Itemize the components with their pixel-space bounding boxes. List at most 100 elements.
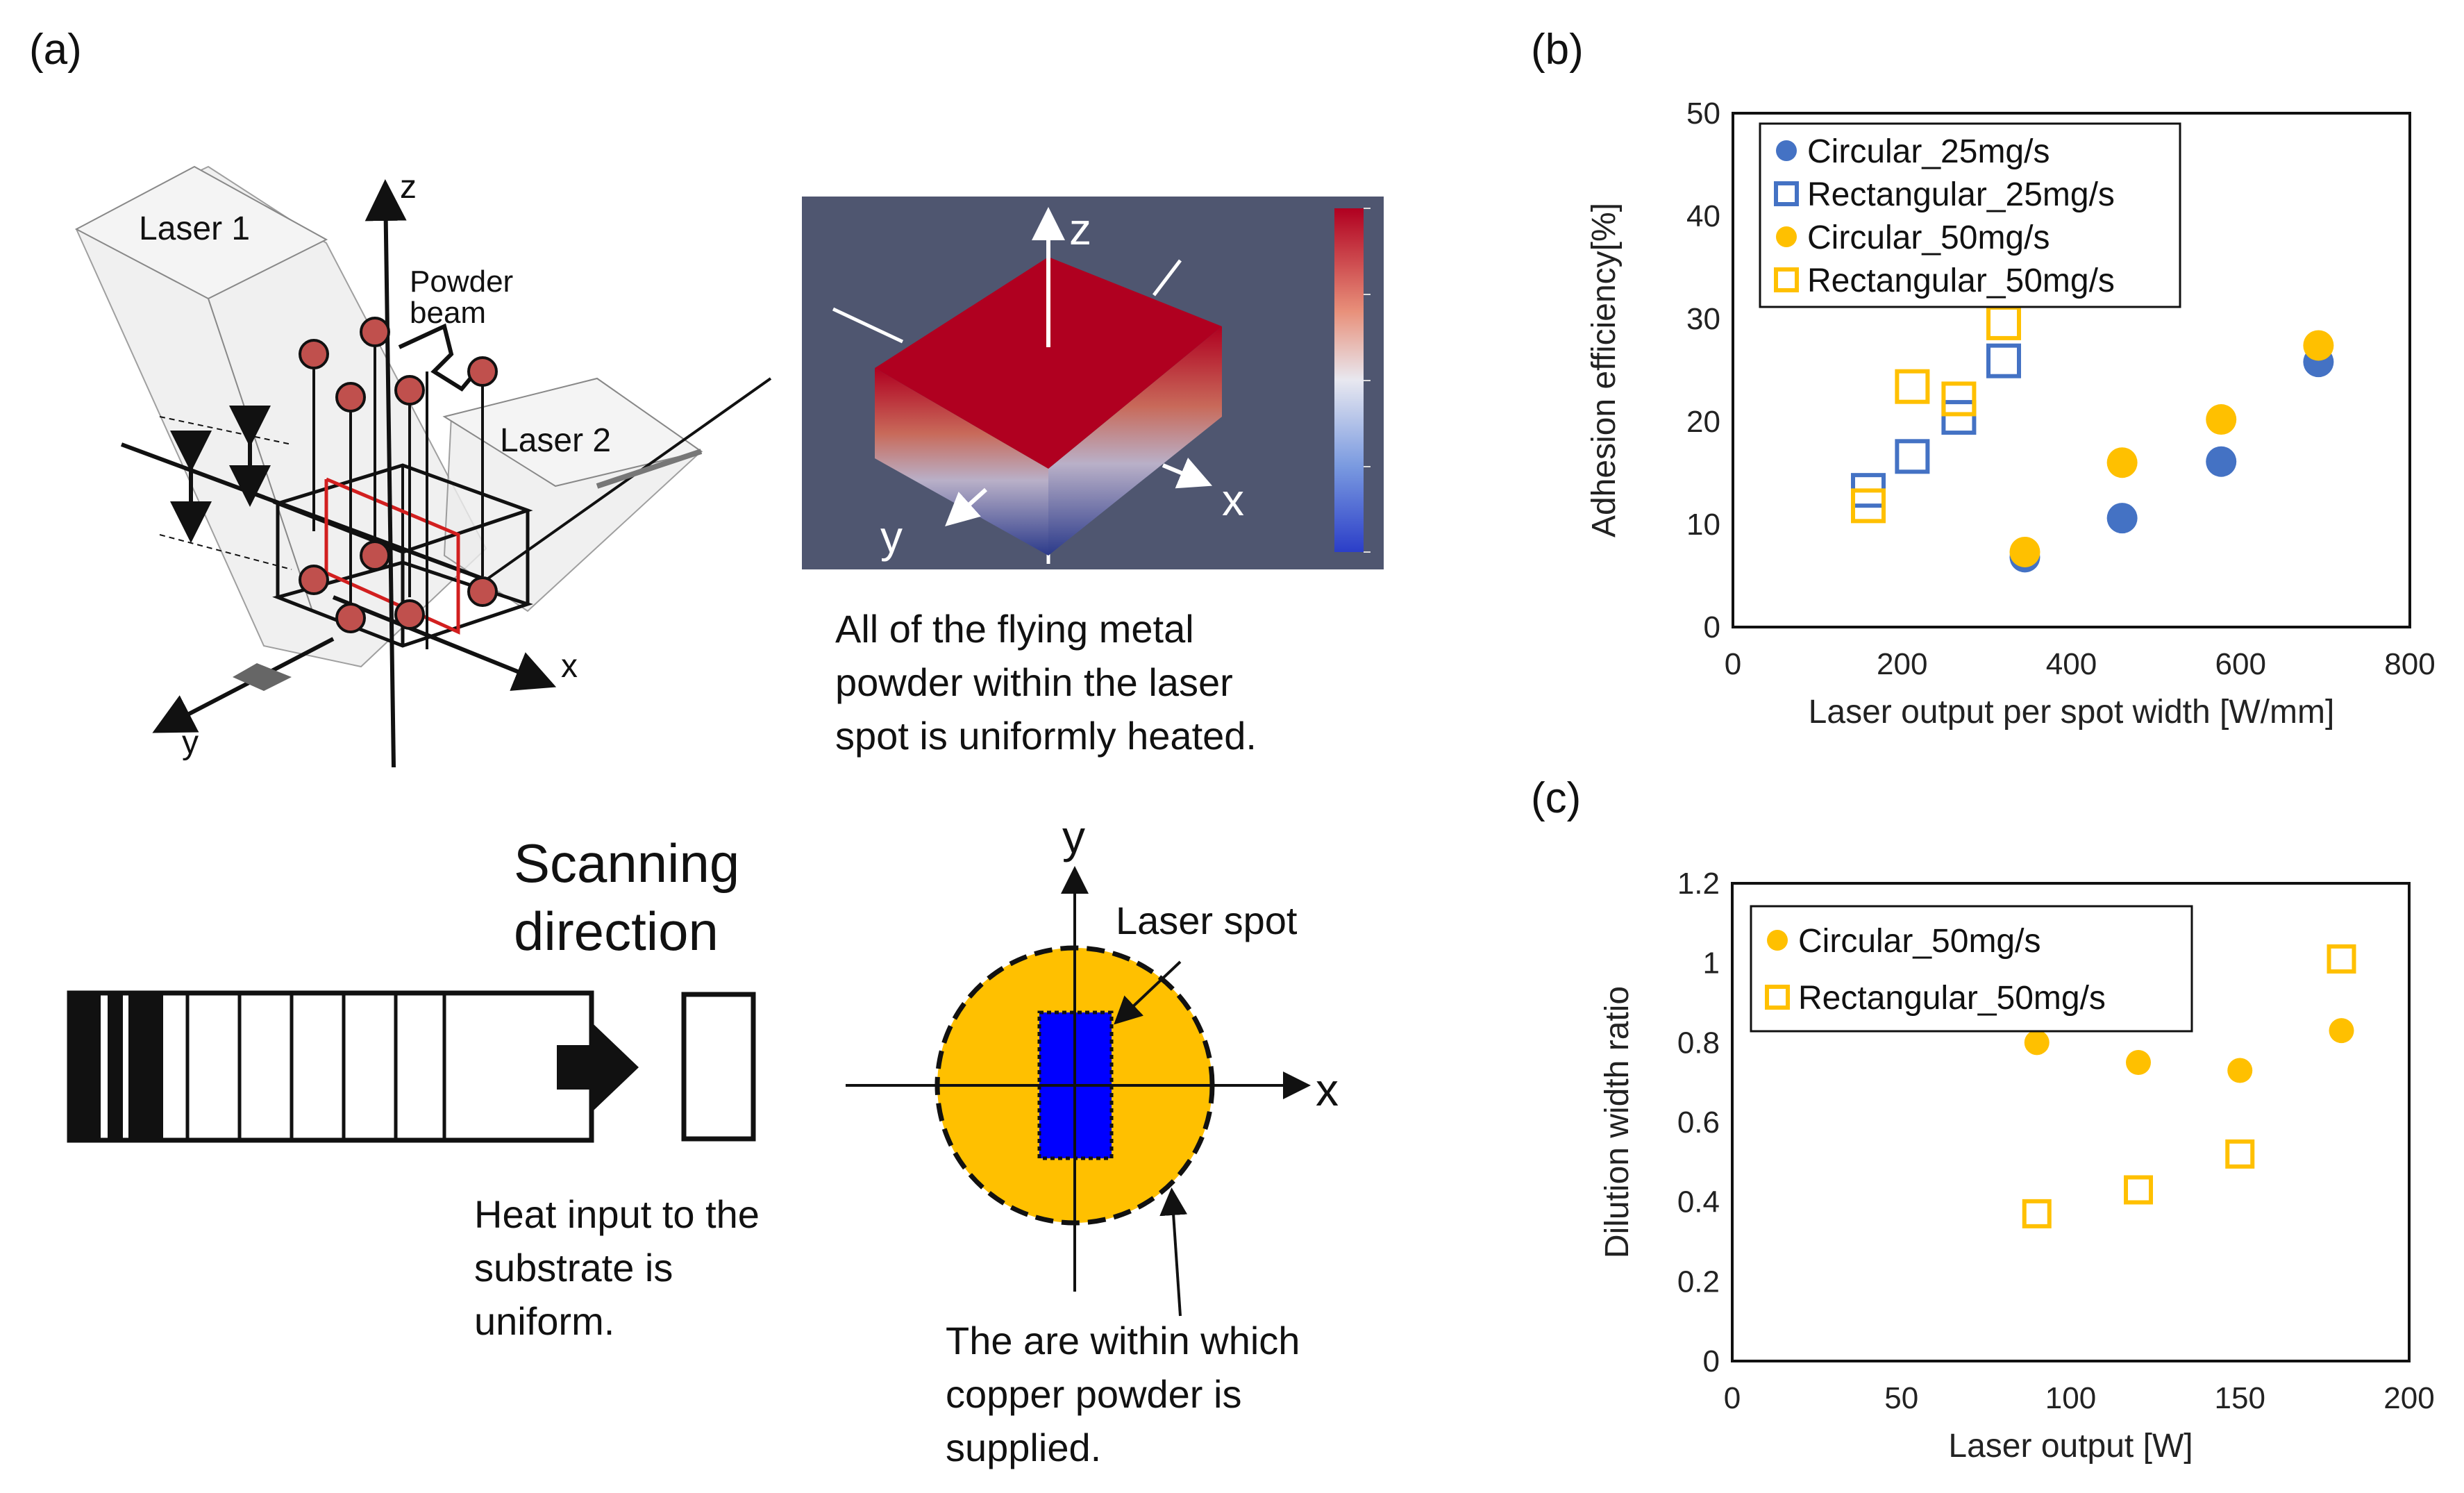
legend-marker xyxy=(1774,267,1799,292)
x-tick-label: 0 xyxy=(1725,647,1741,681)
x-tick-label: 200 xyxy=(1877,647,1927,681)
legend xyxy=(1759,122,2181,308)
heating-caption-1: All of the flying metal xyxy=(835,607,1194,651)
y-tick-label: 20 xyxy=(1686,405,1720,439)
y-tick-label: 0.4 xyxy=(1677,1185,1720,1219)
powder-beam-label-1: Powder xyxy=(410,265,513,299)
data-point xyxy=(2329,1018,2354,1044)
y-tick-label: 0.6 xyxy=(1677,1106,1720,1140)
spot-axis-x: x xyxy=(1316,1064,1339,1115)
plot-area xyxy=(1731,882,2411,1362)
x-tick-label: 400 xyxy=(2046,647,2097,681)
laser-schematic: Laser 1 Laser 2 z x y Powder xyxy=(74,165,772,768)
heating-caption-2: powder within the laser xyxy=(835,660,1233,704)
data-point xyxy=(2303,330,2334,361)
x-tick-label: 100 xyxy=(2045,1381,2096,1415)
simulation-view: z x y xyxy=(802,197,1384,569)
data-point xyxy=(2106,447,2138,478)
axis-y-label: y xyxy=(182,724,199,761)
heating-caption-3: spot is uniformly heated. xyxy=(835,714,1257,758)
y-tick-label: 0 xyxy=(1704,610,1720,644)
sim-axis-z: z xyxy=(1069,204,1091,254)
x-tick-label: 50 xyxy=(1884,1381,1918,1415)
y-tick-label: 0.8 xyxy=(1677,1026,1720,1060)
area-caption-2: copper powder is xyxy=(946,1372,1241,1416)
data-point xyxy=(1895,439,1930,474)
y-tick-label: 30 xyxy=(1686,302,1720,336)
data-point xyxy=(2022,1199,2052,1228)
y-tick-label: 40 xyxy=(1686,199,1720,233)
scan-title-2: direction xyxy=(514,901,719,962)
data-point xyxy=(1986,305,2021,340)
legend-marker xyxy=(1774,181,1799,206)
data-point xyxy=(2206,446,2237,477)
legend-entry: Circular_25mg/s xyxy=(1807,133,2050,170)
sim-axis-x: x xyxy=(1222,475,1244,525)
x-tick-label: 200 xyxy=(2383,1381,2434,1415)
data-point xyxy=(2227,1058,2253,1083)
heat-caption-2: substrate is xyxy=(474,1246,673,1290)
laser-spot-label: Laser spot xyxy=(1116,899,1298,942)
plot-area xyxy=(1732,112,2411,628)
data-point xyxy=(2124,1175,2153,1205)
y-tick-label: 1 xyxy=(1703,946,1720,981)
legend-marker xyxy=(1776,226,1797,247)
powder-particles xyxy=(299,317,498,649)
legend-marker xyxy=(1767,930,1788,951)
data-point xyxy=(2024,1030,2050,1056)
data-point xyxy=(2225,1139,2255,1169)
y-tick-label: 1.2 xyxy=(1677,867,1720,901)
x-tick-label: 600 xyxy=(2215,647,2266,681)
data-point xyxy=(2009,536,2040,567)
data-point xyxy=(2206,404,2237,435)
area-caption-3: supplied. xyxy=(946,1426,1101,1469)
sim-axis-y: y xyxy=(880,512,903,562)
powder-beam-label-2: beam xyxy=(410,296,486,330)
laser1-head xyxy=(74,165,328,300)
y-axis-label: Dilution width ratio xyxy=(1599,986,1636,1258)
data-point xyxy=(1895,369,1930,404)
legend-entry: Rectangular_50mg/s xyxy=(1807,262,2115,299)
data-point xyxy=(1851,488,1886,524)
spot-axis-y: y xyxy=(1062,811,1085,862)
legend-entry: Circular_50mg/s xyxy=(1807,219,2050,256)
x-tick-label: 0 xyxy=(1724,1381,1741,1415)
laser-spot-diagram: y x Laser spot xyxy=(846,811,1339,1317)
x-axis-label: Laser output per spot width [W/mm] xyxy=(1809,694,2335,731)
legend-entry: Rectangular_25mg/s xyxy=(1807,176,2115,213)
axis-x-label: x xyxy=(561,648,578,685)
data-point xyxy=(1986,343,2021,378)
y-tick-label: 50 xyxy=(1686,97,1720,131)
y-tick-label: 0.2 xyxy=(1677,1265,1720,1299)
data-point xyxy=(2327,944,2356,974)
legend xyxy=(1750,905,2193,1033)
x-tick-label: 150 xyxy=(2215,1381,2265,1415)
panel-label-a: (a) xyxy=(29,26,82,74)
data-point xyxy=(1941,381,1977,417)
y-tick-label: 0 xyxy=(1703,1344,1720,1378)
legend-entry: Rectangular_50mg/s xyxy=(1798,980,2106,1017)
x-tick-label: 800 xyxy=(2384,647,2435,681)
scanning-diagram: Scanning direction xyxy=(67,833,756,1143)
legend-marker xyxy=(1776,140,1797,161)
legend-entry: Circular_50mg/s xyxy=(1798,923,2040,960)
laser1-label: Laser 1 xyxy=(139,210,250,247)
area-caption-1: The are within which xyxy=(946,1319,1300,1362)
heat-caption-3: uniform. xyxy=(474,1299,614,1343)
data-point xyxy=(2106,503,2138,534)
laser2-label: Laser 2 xyxy=(500,422,611,459)
y-axis-label: Adhesion efficiency[%] xyxy=(1586,203,1623,537)
x-axis-label: Laser output [W] xyxy=(1948,1428,2193,1465)
data-point xyxy=(1941,400,1977,435)
y-tick-label: 10 xyxy=(1686,508,1720,542)
axis-z-label: z xyxy=(400,169,417,206)
data-point xyxy=(2126,1050,2151,1075)
panel-label-c: (c) xyxy=(1531,774,1581,822)
panel-label-b: (b) xyxy=(1531,26,1584,74)
scan-title-1: Scanning xyxy=(514,833,739,894)
legend-marker xyxy=(1765,985,1790,1010)
heat-caption-1: Heat input to the xyxy=(474,1192,760,1236)
